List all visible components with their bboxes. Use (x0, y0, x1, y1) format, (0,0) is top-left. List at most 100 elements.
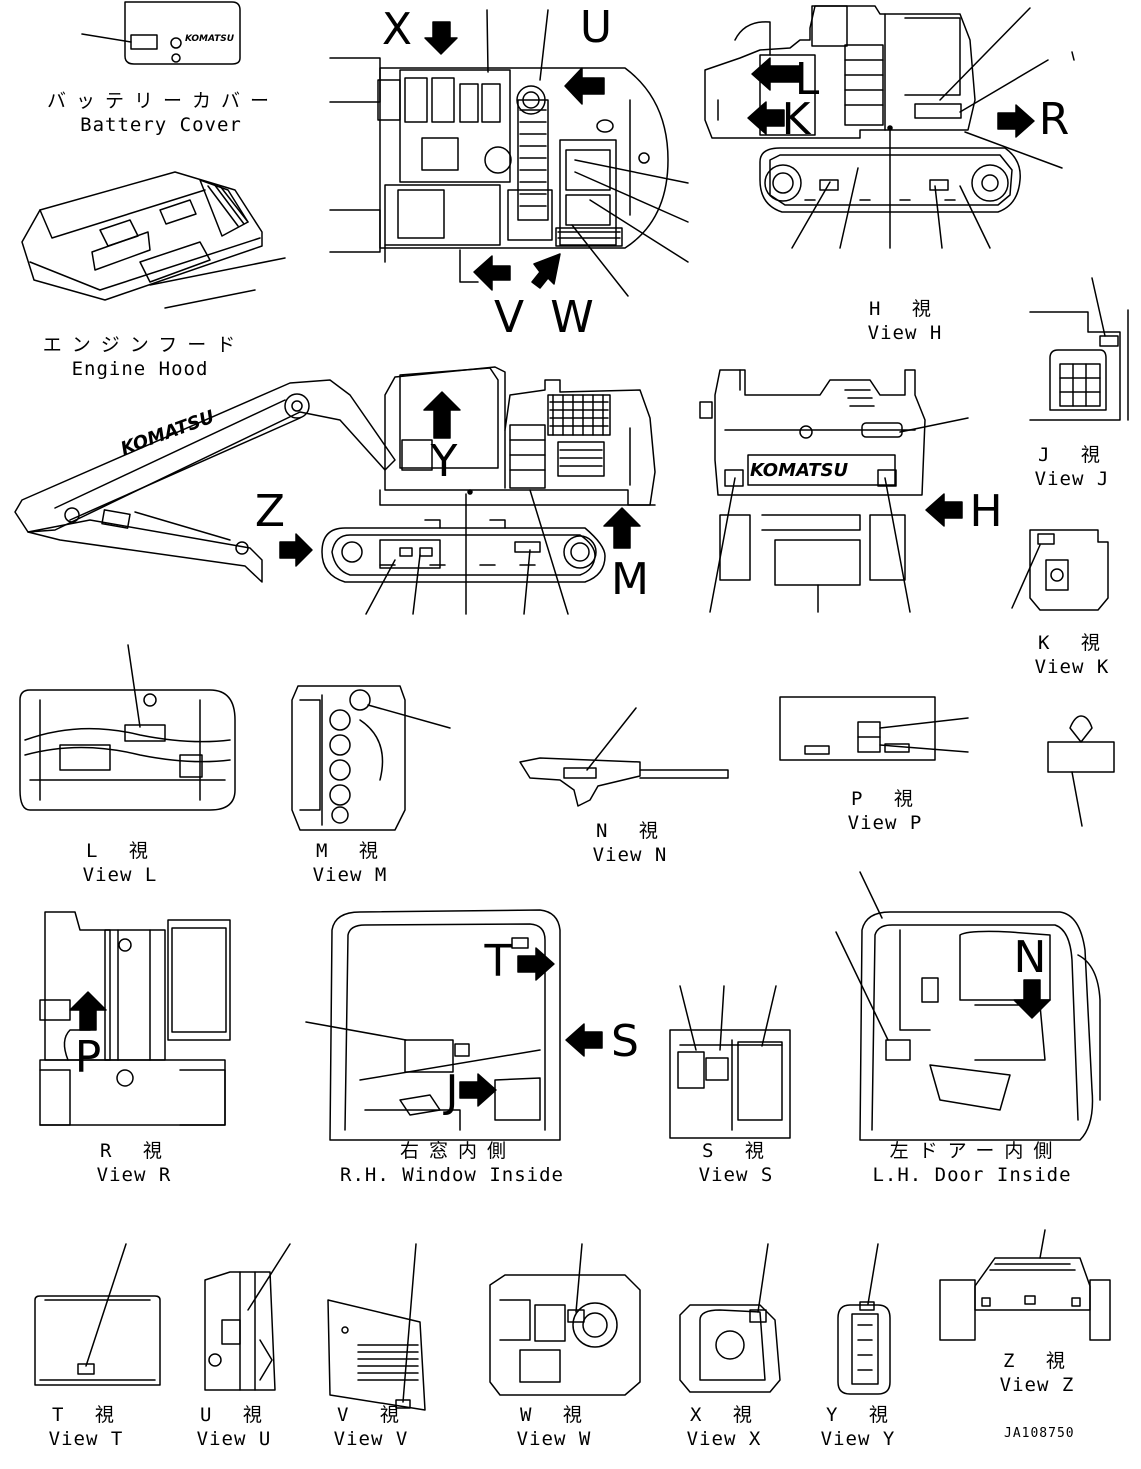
arrow-k-icon (748, 102, 784, 134)
main-excavator-drawing (15, 367, 655, 582)
caption-viewl-en: View L (82, 864, 158, 886)
caption-viewj-en: View J (1034, 468, 1110, 490)
caption-viewu-jp: U 視 (200, 1404, 272, 1426)
arrow-r-icon (998, 105, 1034, 137)
caption-vieww-en: View W (516, 1428, 592, 1450)
arrow-w-icon (532, 254, 560, 288)
caption-viewk-jp: K 視 (1038, 632, 1110, 654)
letter-j: J (445, 1066, 459, 1117)
caption-viewt-jp: T 視 (52, 1404, 124, 1426)
caption-viewy-jp: Y 視 (826, 1404, 898, 1426)
arrow-v-icon (474, 256, 510, 290)
view-k-drawing (1012, 530, 1108, 610)
arrow-l-icon (752, 58, 800, 90)
caption-viewm-en: View M (312, 864, 388, 886)
letter-n: N (1013, 932, 1047, 983)
view-h-leaders (710, 418, 968, 612)
letter-m: M (611, 554, 649, 605)
view-s-drawing (670, 986, 790, 1138)
arrow-p-icon (70, 992, 106, 1030)
view-v-drawing (328, 1244, 425, 1410)
caption-battery-en: Battery Cover (80, 114, 242, 136)
caption-viewl-jp: L 視 (86, 840, 158, 862)
arrow-t-icon (518, 948, 554, 980)
side-view-small-drawing (705, 6, 1020, 212)
lh-door-drawing (836, 872, 1100, 1140)
caption-viewr-en: View R (96, 1164, 172, 1186)
arrow-j-icon (460, 1074, 496, 1106)
letter-y: Y (430, 436, 458, 487)
letter-x: X (381, 4, 413, 55)
view-j-drawing (1030, 278, 1128, 420)
view-u-drawing (205, 1244, 290, 1390)
caption-lhdoor-en: L.H. Door Inside (872, 1164, 1072, 1186)
rear-counterweight-logo: KOMATSU (750, 460, 849, 481)
caption-rhwindow-en: R.H. Window Inside (340, 1164, 564, 1186)
caption-viewk-en: View K (1034, 656, 1110, 678)
letter-k: K (781, 94, 811, 145)
caption-viewx-en: View X (686, 1428, 762, 1450)
caption-viewx-jp: X 視 (690, 1404, 762, 1426)
arrow-n-icon (1014, 980, 1050, 1018)
top-view-drawing (330, 58, 668, 282)
caption-viewu-en: View U (196, 1428, 272, 1450)
battery-cover-drawing (82, 2, 240, 64)
arrow-m-icon (604, 508, 640, 548)
rh-window-drawing (306, 910, 560, 1140)
engine-hood-drawing (22, 172, 285, 308)
caption-viewt-en: View T (48, 1428, 124, 1450)
arrow-y-icon (424, 392, 460, 438)
caption-viewn-jp: N 視 (596, 820, 668, 842)
arrow-u-icon (565, 68, 604, 104)
view-r-drawing (40, 912, 230, 1125)
caption-rhwindow-jp: 右窓内側 (399, 1140, 517, 1162)
arrow-x-icon (425, 22, 457, 54)
caption-views-jp: S 視 (702, 1140, 774, 1162)
caption-viewh-en: View H (867, 322, 943, 344)
caption-viewv-jp: V 視 (337, 1404, 409, 1426)
letter-h: H (969, 486, 1003, 537)
battery-cover-logo: KOMATSU (185, 34, 235, 44)
caption-battery-jp: バッテリーカバー (46, 90, 280, 112)
caption-vieww-jp: W 視 (520, 1404, 592, 1426)
letter-s: S (611, 1016, 639, 1067)
letter-t: T (484, 936, 512, 987)
view-l-drawing (20, 645, 235, 810)
drawing-code: JA108750 (1004, 1426, 1075, 1441)
letter-z: Z (254, 486, 286, 537)
letter-l: L (794, 54, 820, 105)
caption-lhdoor-jp: 左ドアー内側 (889, 1140, 1063, 1162)
view-p-drawing (780, 697, 968, 760)
caption-engine-en: Engine Hood (71, 358, 209, 380)
caption-viewv-en: View V (333, 1428, 409, 1450)
letter-w: W (550, 292, 594, 343)
letter-u: U (579, 2, 613, 53)
caption-viewp-jp: P 視 (851, 788, 923, 810)
caption-viewr-jp: R 視 (100, 1140, 172, 1162)
view-n-drawing (520, 708, 728, 806)
main-excavator-leaders (366, 490, 568, 614)
caption-viewm-jp: M 視 (316, 840, 388, 862)
arrow-h-icon (926, 494, 962, 526)
arrow-z-icon (280, 534, 312, 566)
caption-viewh-jp: H 視 (869, 298, 941, 320)
letter-p: P (74, 1032, 102, 1083)
caption-viewz-en: View Z (999, 1374, 1075, 1396)
view-x-drawing (680, 1244, 780, 1392)
caption-viewn-en: View N (592, 844, 668, 866)
view-m-drawing (292, 686, 450, 830)
caption-viewz-jp: Z 視 (1003, 1350, 1075, 1372)
caption-engine-jp: エンジンフード (42, 334, 246, 356)
view-w-drawing (490, 1244, 640, 1395)
tag-drawing (1048, 716, 1114, 826)
arrow-s-icon (566, 1024, 602, 1056)
top-view-leaders (487, 10, 688, 296)
view-y-drawing (838, 1244, 890, 1394)
side-view-small-leaders (792, 8, 1074, 248)
letter-v: V (493, 292, 525, 343)
view-t-drawing (35, 1244, 160, 1385)
caption-views-en: View S (698, 1164, 774, 1186)
caption-viewp-en: View P (847, 812, 923, 834)
